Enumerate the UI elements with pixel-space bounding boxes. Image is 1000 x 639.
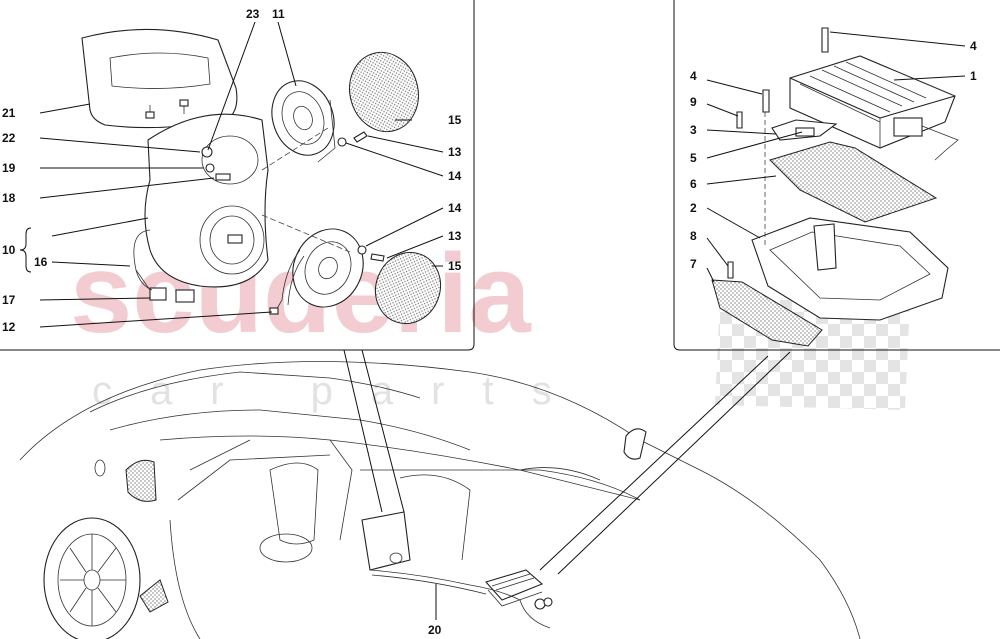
left-panel: 23 11 21 22 19 18 15 13 14 14 13 15 10 1… [2,7,462,334]
label-15-top: 15 [448,113,462,127]
cover-7 [711,279,823,347]
tray-2 [751,217,949,321]
label-14-top: 14 [448,169,462,183]
washer-14-top [337,137,347,147]
speaker-housing [133,113,269,291]
label-13-top: 13 [448,145,462,159]
connector-17 [135,269,195,303]
label-2: 2 [690,201,697,215]
right-panel: 4 1 4 9 3 5 6 2 8 7 [690,27,977,347]
label-14-bottom: 14 [448,201,462,215]
label-17: 17 [2,293,16,307]
speaker-cover-21 [81,28,238,129]
label-15-bottom: 15 [448,259,462,273]
clip-5 [795,127,815,137]
screw-4-top [821,27,829,53]
label-11: 11 [272,7,285,21]
label-4-top: 4 [970,39,977,53]
insulation-6 [769,141,938,223]
amplifier-in-car [485,569,553,629]
amplifier-1 [789,55,959,161]
grille-15-bottom [375,251,441,325]
screw-13-top [353,131,368,143]
wheel [43,517,141,639]
screw-4-left [762,89,770,113]
left-leader-lines [19,21,444,328]
screw-9 [736,111,743,129]
speaker-woofer [269,228,364,315]
washer-14-bottom [357,245,367,255]
screw-13-bottom [370,253,385,262]
label-23: 23 [246,7,260,21]
label-20: 20 [428,623,442,637]
label-18: 18 [2,191,16,205]
label-5: 5 [690,151,697,165]
label-9: 9 [690,95,697,109]
label-19: 19 [2,161,16,175]
label-21: 21 [2,106,16,120]
label-1: 1 [970,69,977,83]
label-8: 8 [690,229,697,243]
car-view: 20 [19,349,861,639]
label-4-left: 4 [690,69,697,83]
right-panel-frame [673,0,1000,351]
label-16: 16 [34,255,48,269]
speaker-11 [271,80,336,163]
left-panel-frame [0,0,475,351]
label-13-bottom: 13 [448,229,462,243]
watermark-sub: car parts [92,369,590,413]
label-10: 10 [2,243,16,257]
right-leader-lines [706,31,966,283]
label-22: 22 [2,131,16,145]
label-7: 7 [690,257,697,271]
label-3: 3 [690,123,697,137]
screw-8 [727,261,734,279]
label-12: 12 [2,320,16,334]
label-6: 6 [690,177,697,191]
grille-15-top [349,51,419,133]
